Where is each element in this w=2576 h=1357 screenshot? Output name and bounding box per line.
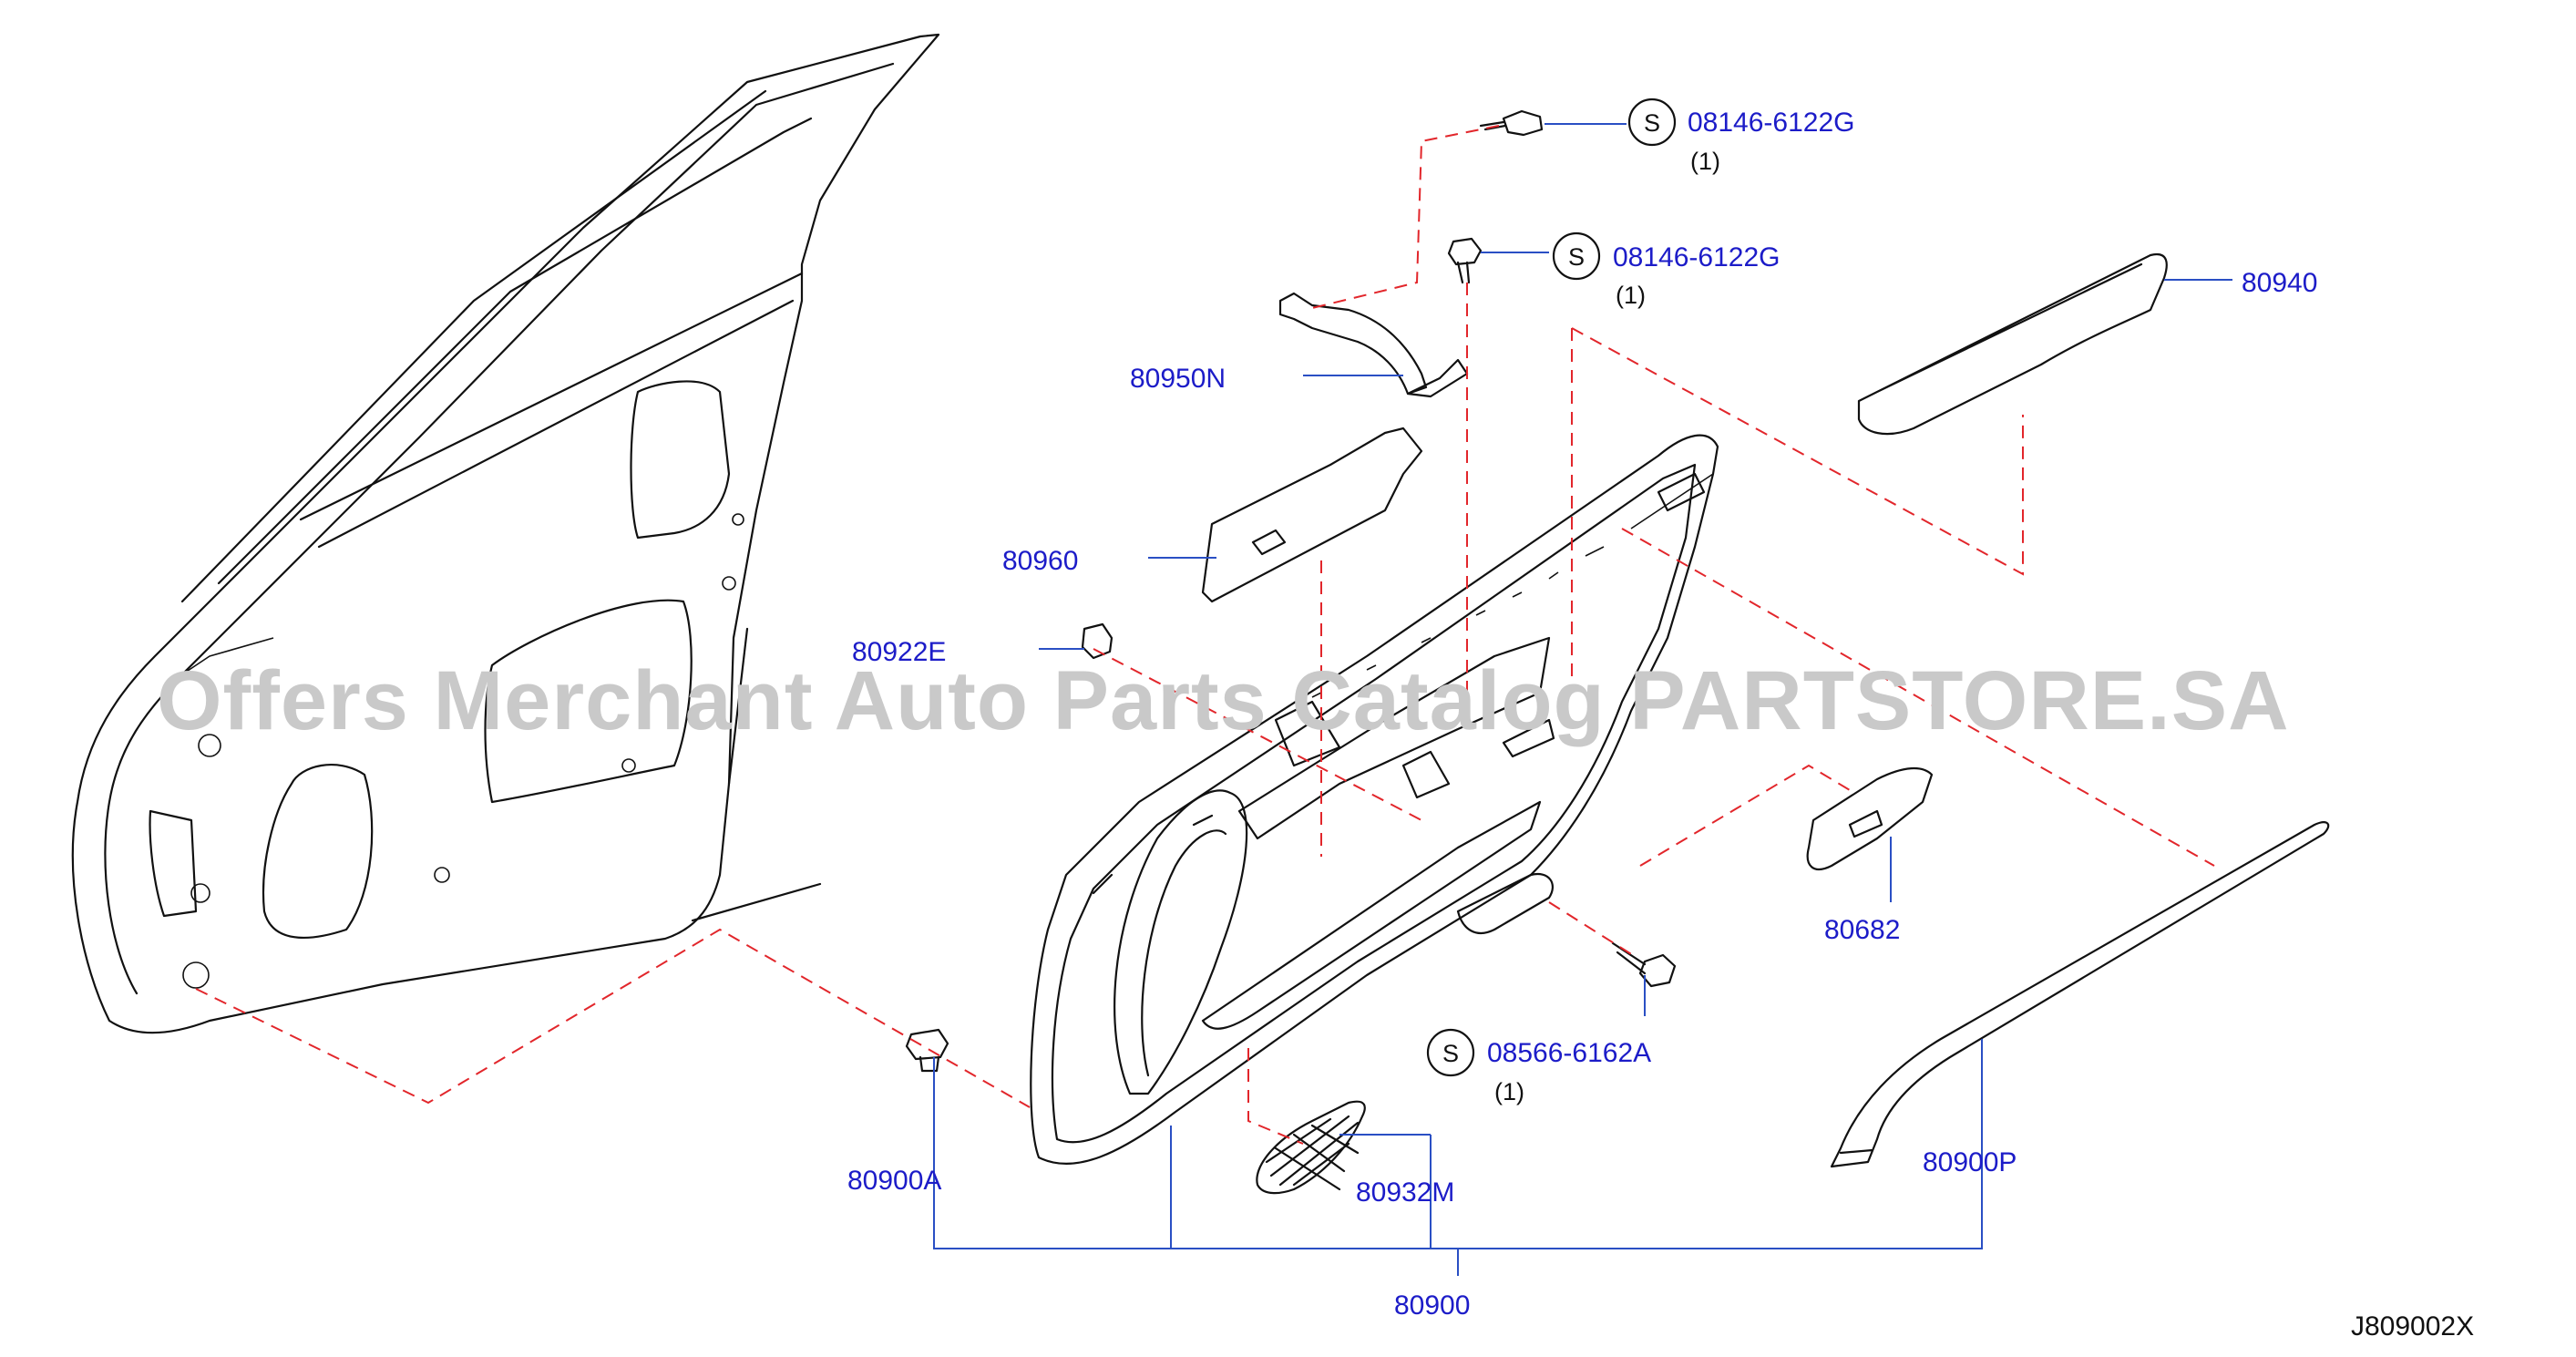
screw-top-part [1479,109,1544,137]
svg-text:S: S [1568,243,1585,271]
door-trim-panel [1030,434,1719,1166]
armrest-part [1857,252,2168,436]
part-label-screw-mid[interactable]: 08146-6122G [1613,242,1781,272]
clip-part [1081,622,1114,660]
clip-a-part [905,1028,949,1073]
part-label-switch-finisher[interactable]: 80960 [1002,546,1078,576]
assembly-dashed-lines [195,125,2215,1145]
diagram-code: J809002X [2351,1311,2474,1342]
speaker-grille-part [1256,1100,1366,1195]
screw-low-part [1611,941,1677,988]
part-label-handle-escutcheon[interactable]: 80682 [1824,915,1900,945]
screw-mid-part [1447,237,1483,284]
door-inner-panel [71,33,940,1034]
part-label-speaker-grille[interactable]: 80932M [1356,1177,1454,1208]
screw-symbol-mid: S [1552,231,1601,281]
handle-escutcheon-part [1806,766,1934,870]
part-label-bracket[interactable]: 80950N [1130,364,1226,394]
part-label-weatherstrip[interactable]: 80900P [1923,1147,2017,1177]
svg-text:S: S [1442,1040,1459,1067]
part-label-clip[interactable]: 80922E [852,637,946,667]
watermark-text: Offers Merchant Auto Parts Catalog PARTS… [157,654,2290,747]
qty-label-screw-top: (1) [1690,148,1720,175]
part-label-screw-top[interactable]: 08146-6122G [1688,108,1855,138]
screw-symbol-low: S [1426,1028,1475,1077]
part-label-door-trim-assy[interactable]: 80900 [1394,1290,1470,1321]
part-label-armrest[interactable]: 80940 [2242,268,2317,298]
part-label-screw-low[interactable]: 08566-6162A [1487,1038,1651,1068]
bracket-part [1278,292,1469,398]
qty-label-screw-mid: (1) [1616,282,1646,309]
screw-symbol-top: S [1627,98,1677,147]
leader-lines [933,123,2232,1276]
switch-finisher-part [1201,427,1423,603]
part-label-clip-a[interactable]: 80900A [847,1166,941,1196]
weatherstrip-part [1830,821,2330,1168]
svg-text:S: S [1644,109,1660,137]
qty-label-screw-low: (1) [1494,1078,1524,1105]
